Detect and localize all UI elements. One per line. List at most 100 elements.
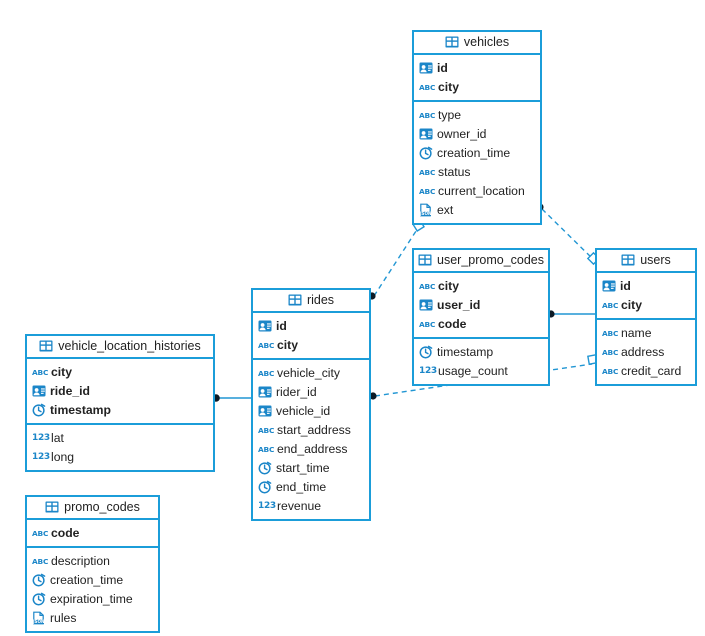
- id-card-icon: [258, 404, 272, 418]
- field-name: rider_id: [276, 384, 317, 399]
- field-name: expiration_time: [50, 591, 133, 606]
- field-row[interactable]: owner_id: [414, 124, 540, 143]
- entity-title-bar[interactable]: rides: [253, 290, 369, 313]
- field-name: status: [438, 164, 471, 179]
- abc-text-icon: ABC: [258, 340, 275, 350]
- table-grid-icon: [45, 501, 59, 515]
- field-name: end_time: [276, 479, 327, 494]
- entity-name: vehicle_location_histories: [58, 339, 201, 353]
- field-row[interactable]: user_id: [414, 295, 548, 314]
- field-row[interactable]: creation_time: [414, 143, 540, 162]
- field-row[interactable]: end_time: [253, 477, 369, 496]
- abc-text-icon: ABC: [419, 186, 436, 196]
- table-grid-icon: [621, 254, 635, 268]
- field-name: start_address: [277, 422, 351, 437]
- edge-user-promo-codes-users[interactable]: [547, 310, 596, 318]
- clock-icon: [419, 345, 433, 359]
- field-name: long: [51, 449, 75, 464]
- field-name: id: [276, 318, 287, 333]
- field-row[interactable]: creation_time: [27, 570, 158, 589]
- field-name: city: [438, 278, 460, 293]
- edge-vehicle-location-histories-rides[interactable]: [212, 394, 252, 402]
- field-row[interactable]: start_time: [253, 458, 369, 477]
- entity-title-bar[interactable]: vehicle_location_histories: [27, 336, 213, 359]
- field-row[interactable]: rider_id: [253, 382, 369, 401]
- abc-text-icon: ABC: [32, 367, 49, 377]
- entity-title-bar[interactable]: users: [597, 250, 695, 273]
- id-card-icon: [419, 127, 433, 141]
- field-row[interactable]: id: [597, 276, 695, 295]
- abc-text-icon: ABC: [419, 281, 436, 291]
- abc-text-icon: ABC: [602, 347, 619, 357]
- field-name: ext: [437, 202, 454, 217]
- entity-title-bar[interactable]: promo_codes: [27, 497, 158, 520]
- number-123-icon: 123: [419, 365, 437, 376]
- id-card-icon: [602, 279, 616, 293]
- field-row[interactable]: id: [414, 58, 540, 77]
- field-name: id: [620, 278, 631, 293]
- json-document-icon: JSON: [32, 611, 46, 625]
- field-name: vehicle_id: [276, 403, 331, 418]
- field-row[interactable]: id: [253, 316, 369, 335]
- clock-icon: [258, 480, 272, 494]
- field-name: rules: [50, 610, 77, 625]
- field-name: city: [277, 337, 299, 352]
- id-card-icon: [258, 385, 272, 399]
- abc-text-icon: ABC: [258, 425, 275, 435]
- abc-text-icon: ABC: [419, 82, 436, 92]
- clock-icon: [419, 146, 433, 160]
- field-row[interactable]: timestamp: [414, 342, 548, 361]
- field-row[interactable]: expiration_time: [27, 589, 158, 608]
- field-row[interactable]: JSON rules: [27, 608, 158, 627]
- number-123-icon: 123: [258, 500, 276, 511]
- entity-title-bar[interactable]: user_promo_codes: [414, 250, 548, 273]
- field-row[interactable]: ride_id: [27, 381, 213, 400]
- field-name: code: [438, 316, 467, 331]
- abc-text-icon: ABC: [419, 167, 436, 177]
- number-123-icon: 123: [32, 451, 50, 462]
- entity-name: user_promo_codes: [437, 253, 545, 267]
- field-name: ride_id: [50, 383, 90, 398]
- field-row[interactable]: timestamp: [27, 400, 213, 419]
- field-name: revenue: [277, 498, 322, 513]
- abc-text-icon: ABC: [419, 319, 436, 329]
- entity-title-bar[interactable]: vehicles: [414, 32, 540, 55]
- svg-text:JSON: JSON: [32, 619, 45, 624]
- field-row[interactable]: vehicle_id: [253, 401, 369, 420]
